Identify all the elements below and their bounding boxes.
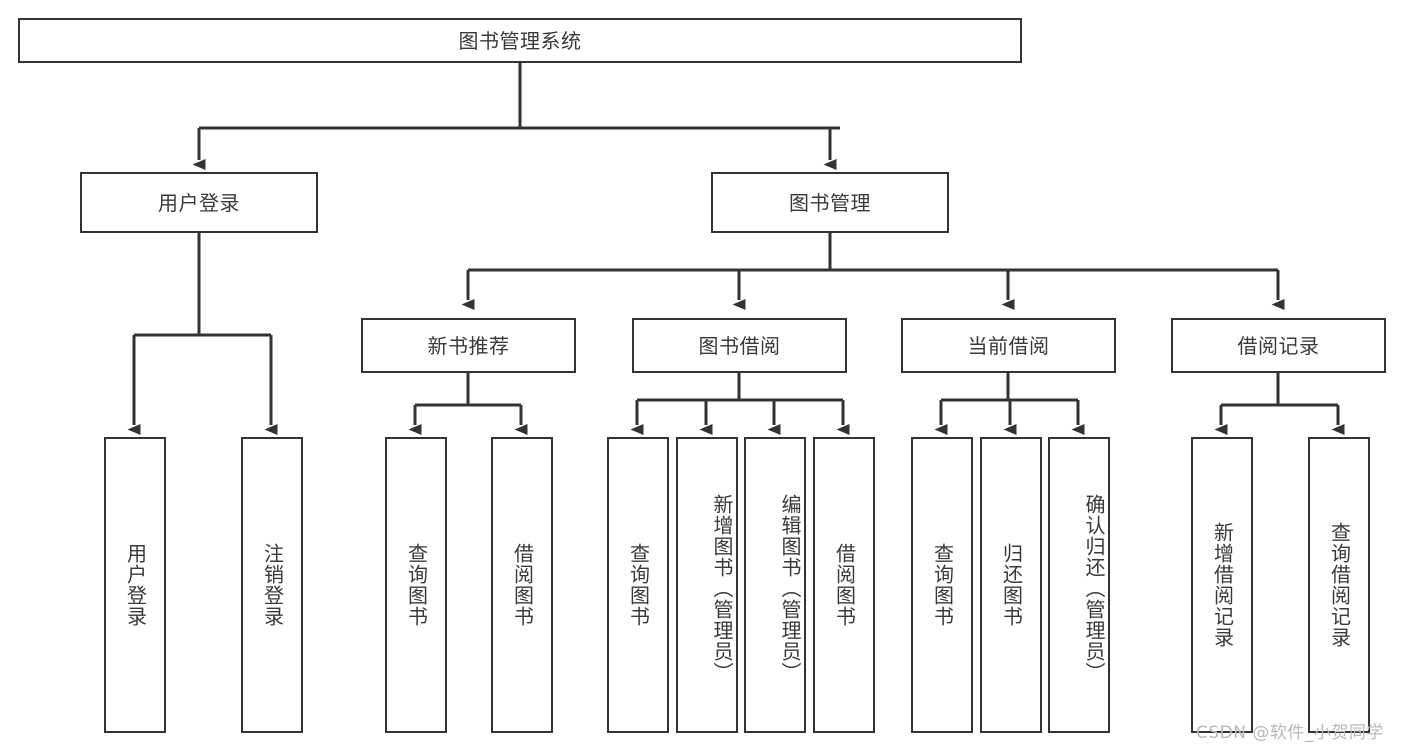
- leaf-query-book-current[interactable]: 查询图书: [911, 437, 973, 733]
- leaf-borrow-book-recommend[interactable]: 借阅图书: [491, 437, 553, 733]
- leaf-confirm-return-admin[interactable]: 确认归还（管理员）: [1048, 437, 1110, 733]
- node-book-borrow[interactable]: 图书借阅: [632, 318, 847, 373]
- leaf-query-borrow-record[interactable]: 查询借阅记录: [1308, 437, 1370, 733]
- node-user-login[interactable]: 用户登录: [80, 172, 318, 233]
- csdn-watermark: CSDN @软件_小贺同学: [1196, 723, 1384, 743]
- node-root-book-management-system[interactable]: 图书管理系统: [18, 18, 1022, 63]
- node-borrow-record[interactable]: 借阅记录: [1171, 318, 1386, 373]
- leaf-add-borrow-record[interactable]: 新增借阅记录: [1191, 437, 1253, 733]
- leaf-user-login[interactable]: 用户登录: [104, 437, 166, 733]
- node-book-management[interactable]: 图书管理: [711, 172, 949, 233]
- leaf-edit-book-admin[interactable]: 编辑图书（管理员）: [744, 437, 806, 733]
- leaf-return-book[interactable]: 归还图书: [980, 437, 1042, 733]
- leaf-query-book-borrow[interactable]: 查询图书: [607, 437, 669, 733]
- node-new-book-recommend[interactable]: 新书推荐: [361, 318, 576, 373]
- node-current-borrow[interactable]: 当前借阅: [901, 318, 1116, 373]
- leaf-logout-login[interactable]: 注销登录: [241, 437, 303, 733]
- leaf-borrow-book[interactable]: 借阅图书: [813, 437, 875, 733]
- leaf-query-book-recommend[interactable]: 查询图书: [385, 437, 447, 733]
- leaf-add-book-admin[interactable]: 新增图书（管理员）: [676, 437, 738, 733]
